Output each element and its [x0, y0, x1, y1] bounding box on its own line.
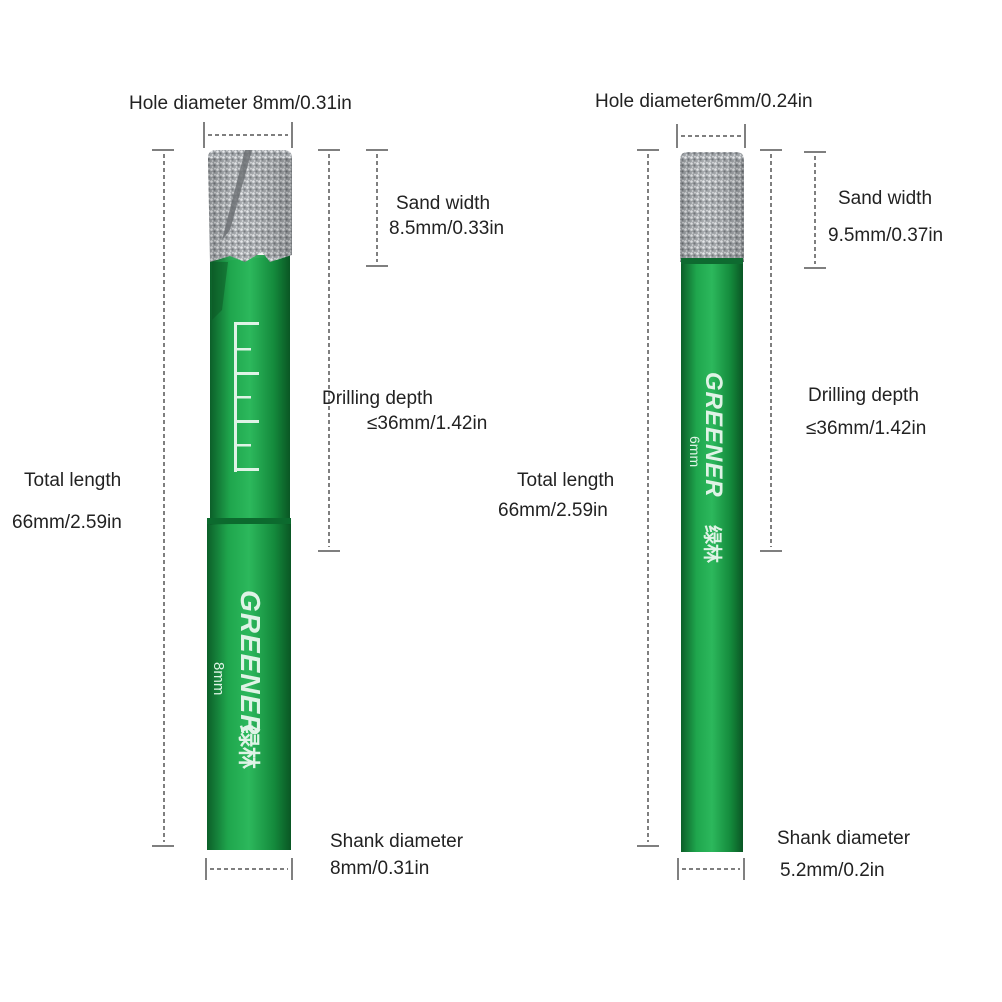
- drilling-depth-value: ≤36mm/1.42in: [367, 413, 488, 434]
- dims-right: [637, 124, 826, 880]
- bit-8mm-lower-shank: [207, 520, 291, 850]
- hole-diameter-title: Hole diameter: [595, 91, 714, 112]
- shank-diameter-title: Shank diameter: [777, 828, 911, 849]
- sand-width-value: 9.5mm/0.37in: [828, 225, 944, 246]
- brand-logo-cn: 绿林: [701, 525, 724, 563]
- bit-6mm: GREENER 绿林 6mm: [680, 152, 744, 852]
- drilling-depth-title: Drilling depth: [808, 385, 919, 406]
- hole-diameter-label: Hole diameter6mm/0.24in: [595, 91, 813, 113]
- total-length-title: Total length: [24, 470, 122, 491]
- brand-logo: GREENER: [700, 372, 727, 498]
- bit-6mm-shank: [681, 262, 743, 852]
- bit-8mm: GREENER 绿林 8mm: [207, 150, 292, 850]
- sand-width-title: Sand width: [396, 193, 491, 214]
- shank-diameter-title: Shank diameter: [330, 831, 464, 852]
- total-length-title: Total length: [517, 470, 615, 491]
- sand-width-value: 8.5mm/0.33in: [389, 218, 505, 239]
- total-length-value: 66mm/2.59in: [498, 500, 608, 521]
- sand-width-title: Sand width: [838, 188, 933, 209]
- brand-logo-cn: 绿林: [235, 725, 261, 769]
- brand-logo: GREENER: [235, 590, 266, 735]
- hole-diameter-title: Hole diameter: [129, 93, 248, 114]
- total-length-value: 66mm/2.59in: [12, 512, 122, 533]
- dims-left: [152, 122, 388, 880]
- shank-diameter-value: 5.2mm/0.2in: [780, 860, 885, 881]
- hole-diameter-value: 8mm/0.31in: [252, 93, 352, 114]
- shank-diameter-value: 8mm/0.31in: [330, 858, 430, 879]
- drilling-depth-title: Drilling depth: [322, 388, 433, 409]
- size-mark: 8mm: [210, 662, 227, 695]
- bit-8mm-upper-body: [210, 255, 290, 525]
- hole-diameter-label: Hole diameter 8mm/0.31in: [129, 93, 352, 115]
- depth-scale: [234, 322, 259, 472]
- drilling-depth-value: ≤36mm/1.42in: [806, 418, 927, 439]
- size-mark: 6mm: [687, 436, 703, 467]
- hole-diameter-value: 6mm/0.24in: [713, 91, 813, 112]
